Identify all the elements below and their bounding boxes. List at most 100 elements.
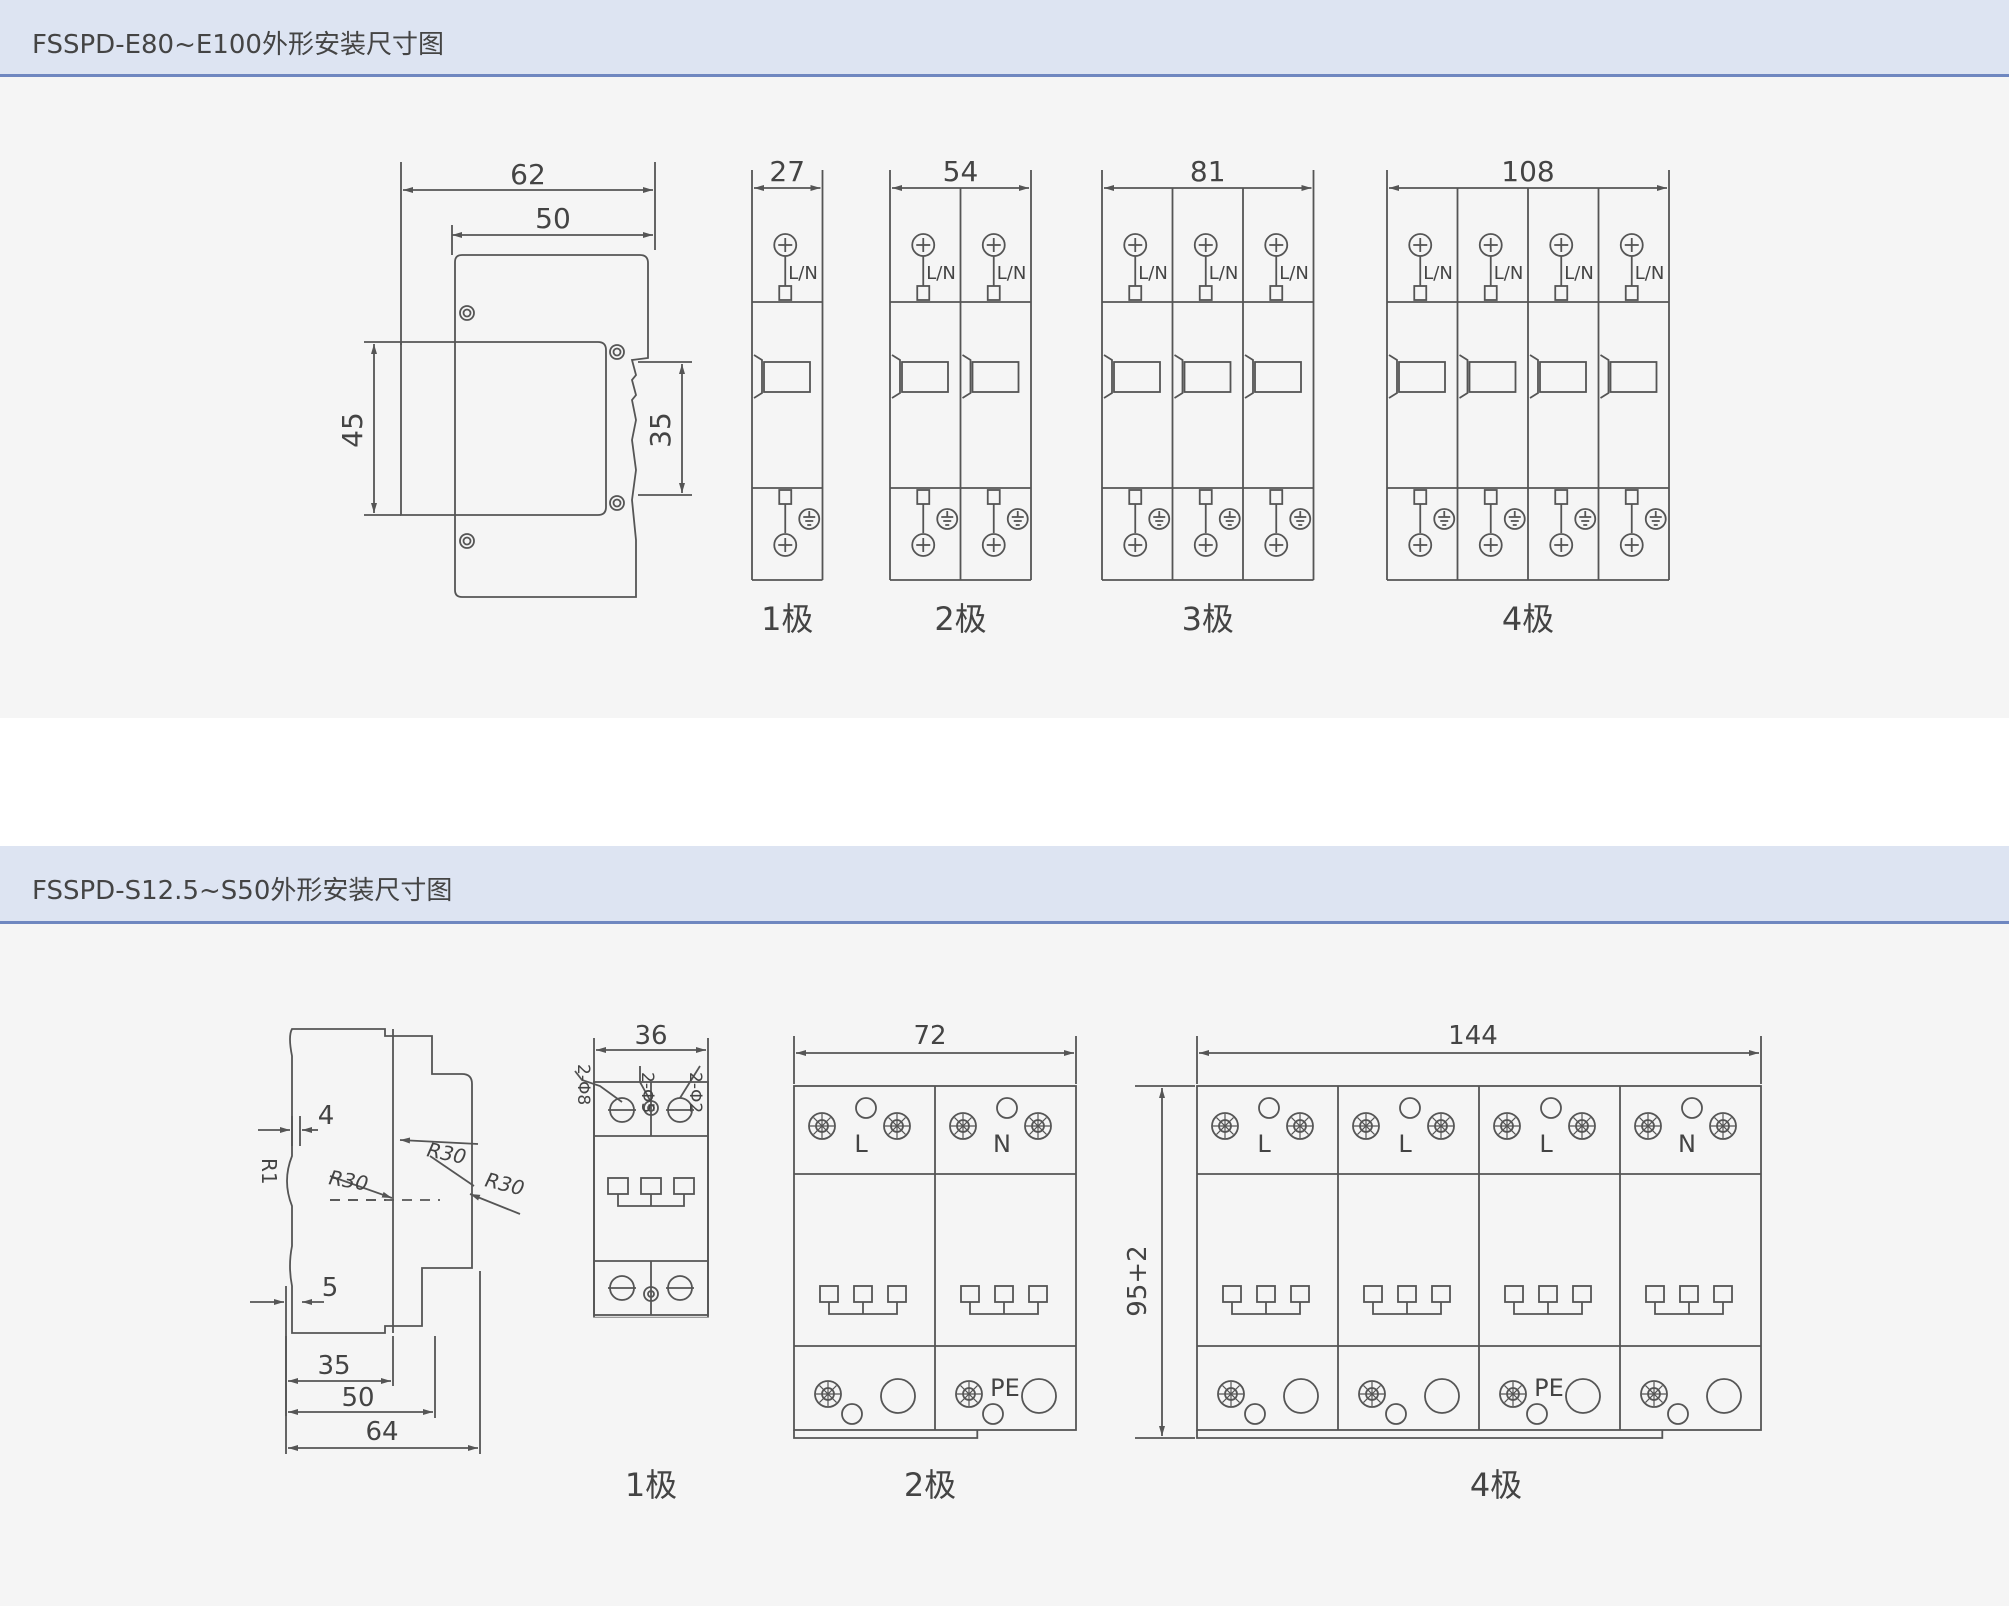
pole-label: N [1678, 1130, 1696, 1158]
terminal-screw-icon [1358, 1380, 1386, 1408]
dim-95-label: 95+2 [1123, 1245, 1153, 1316]
indicator-dot [1540, 1097, 1562, 1119]
section-header: FSSPD-E80~E100外形安装尺寸图 [0, 0, 2009, 77]
ground-icon [1218, 508, 1241, 530]
ground-icon [1289, 508, 1312, 530]
terminal-screw-icon [1352, 1112, 1380, 1140]
r30-label: R30 [425, 1137, 468, 1169]
indicator-window [1254, 361, 1302, 393]
terminal-screw-icon [1211, 1112, 1239, 1140]
front-view-1-pole: 27L/N 1极 [751, 155, 824, 638]
dim-45-label: 45 [336, 412, 369, 448]
terminal-hole [1706, 1378, 1742, 1414]
section-title: FSSPD-E80~E100外形安装尺寸图 [32, 30, 444, 60]
r30-label: R30 [327, 1165, 370, 1195]
dim-64-label: 64 [365, 1417, 398, 1447]
terminal-screw-icon [1709, 1112, 1737, 1140]
indicator-dot [996, 1097, 1018, 1119]
dim-50-label: 50 [341, 1383, 374, 1413]
section-s12-s50: FSSPD-S12.5~S50外形安装尺寸图 [0, 846, 2009, 1606]
dim-62-label: 62 [510, 158, 546, 191]
e80-side-view [364, 162, 692, 598]
dim-4-label: 4 [318, 1101, 335, 1131]
indicator-window [1183, 361, 1232, 393]
pole-caption: 1极 [761, 600, 813, 638]
ground-icon [1574, 508, 1597, 530]
indicator-window [971, 361, 1020, 393]
caption-2-pole: 2极 [904, 1466, 956, 1504]
terminal-label: L/N [1635, 263, 1665, 284]
width-label: 81 [1190, 155, 1226, 188]
terminal-label: L/N [997, 263, 1027, 284]
indicator-window [1398, 361, 1446, 393]
pole-label: L [1257, 1130, 1271, 1158]
terminal-screw-icon [814, 1380, 842, 1408]
dim-72-label: 72 [913, 1021, 946, 1051]
terminal-label: L/N [926, 263, 956, 284]
terminal-screw-icon [1024, 1112, 1052, 1140]
pole-caption: 3极 [1182, 600, 1234, 638]
pole-label: L [1398, 1130, 1412, 1158]
section-title: FSSPD-S12.5~S50外形安装尺寸图 [32, 876, 453, 906]
pole-label: N [993, 1130, 1011, 1158]
pole-label: L [1539, 1130, 1553, 1158]
terminal-hole [1565, 1378, 1601, 1414]
caption-4-pole: 4极 [1470, 1466, 1522, 1504]
width-label: 108 [1501, 155, 1554, 188]
terminal-screw-icon [1408, 533, 1433, 557]
pole-caption: 4极 [1502, 600, 1554, 638]
dim-35-label: 35 [644, 412, 677, 448]
width-label: 54 [943, 155, 979, 188]
width-label: 27 [769, 155, 805, 188]
terminal-screw-icon [1499, 1380, 1527, 1408]
indicator-dot [1258, 1097, 1280, 1119]
dim-5-label: 5 [322, 1273, 339, 1303]
s50-side-view [250, 1028, 521, 1454]
terminal-screw-icon [1493, 1112, 1521, 1140]
hole-8-label: 2-Φ8 [573, 1064, 593, 1105]
terminal-screw-icon [1286, 1112, 1314, 1140]
terminal-label: L/N [1494, 263, 1524, 284]
pe-label: PE [990, 1374, 1020, 1402]
pole-caption: 2极 [934, 600, 986, 638]
terminal-screw-icon [955, 1380, 983, 1408]
rail-base [1196, 1430, 1664, 1439]
terminal-screw-icon [1619, 533, 1644, 557]
front-view-2-pole: 54L/N L/N 2极 [889, 155, 1032, 638]
terminal-label: L/N [788, 263, 818, 284]
terminal-screw-icon [773, 533, 798, 557]
terminal-screw-icon [808, 1112, 836, 1140]
terminal-label: L/N [1279, 263, 1309, 284]
s50-drawing: 4 5 R1 R30 R30 R30 35 50 64 36 2-Φ8 2-Φ5… [250, 1021, 1762, 1504]
indicator-dot [1385, 1403, 1407, 1425]
section-header: FSSPD-S12.5~S50外形安装尺寸图 [0, 846, 2009, 924]
indicator-window [901, 361, 949, 393]
indicator-dot [841, 1403, 863, 1425]
terminal-screw-icon [1568, 1112, 1596, 1140]
ground-icon [1006, 508, 1029, 530]
caption-1-pole: 1极 [625, 1466, 677, 1504]
pe-label: PE [1534, 1374, 1564, 1402]
section-e80-e100: FSSPD-E80~E100外形安装尺寸图 [0, 0, 2009, 718]
terminal-label: L/N [1423, 263, 1453, 284]
r30-label: R30 [483, 1168, 527, 1201]
indicator-dot [855, 1097, 877, 1119]
indicator-dot [982, 1403, 1004, 1425]
ground-icon [798, 508, 821, 530]
r1-label: R1 [257, 1158, 281, 1185]
terminal-screw-icon [1217, 1380, 1245, 1408]
terminal-screw-icon [1427, 1112, 1455, 1140]
terminal-hole [1424, 1378, 1460, 1414]
terminal-screw-icon [1634, 1112, 1662, 1140]
ground-icon [936, 508, 959, 530]
terminal-screw-icon [981, 533, 1006, 557]
terminal-screw-icon [1123, 533, 1148, 557]
terminal-screw-icon [1193, 533, 1218, 557]
indicator-window [1539, 361, 1587, 393]
indicator-window [1113, 361, 1161, 393]
ground-icon [1433, 508, 1456, 530]
